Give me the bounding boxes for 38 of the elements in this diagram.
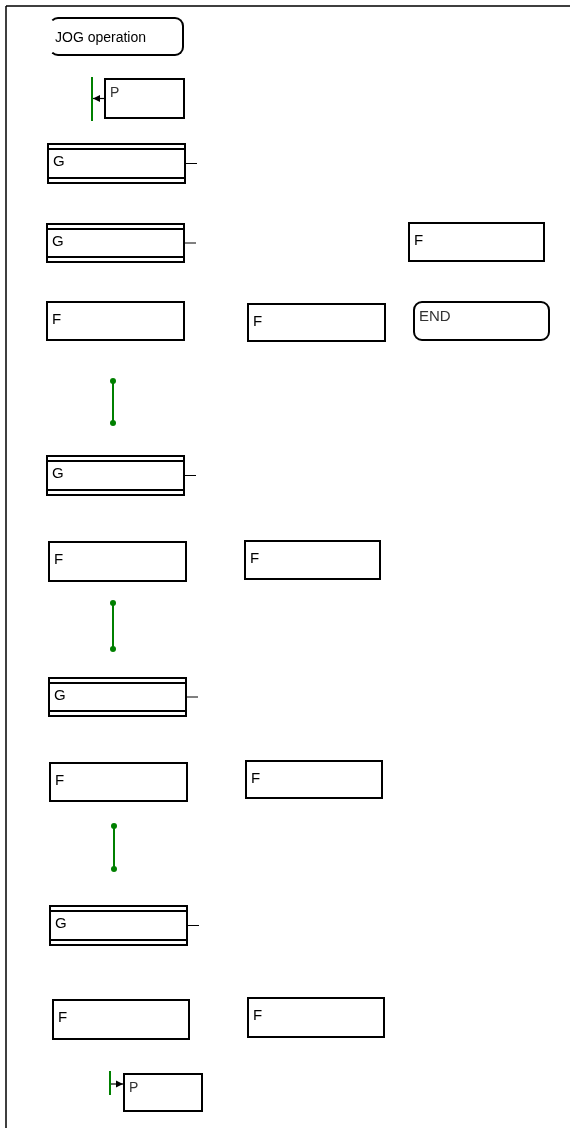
step-box [48,541,187,582]
step-box [247,997,385,1038]
function-block [46,223,185,263]
arrow [110,1080,124,1088]
function-block [49,905,188,946]
step-label: F [414,232,424,248]
function-block [47,143,186,184]
step-box [52,999,190,1040]
terminal-box [49,17,184,56]
step-label: F [52,311,62,327]
step-box [245,760,383,799]
step-box [408,222,545,262]
step-box [123,1073,203,1112]
step-label: G [53,153,65,169]
step-label: F [58,1009,68,1025]
step-label: F [253,1007,263,1023]
step-label: P [129,1079,139,1095]
arrow [92,94,105,103]
step-box [104,78,185,119]
function-block [46,455,185,496]
step-box [46,301,185,341]
step-label: G [55,915,67,931]
step-box [247,303,386,342]
terminal-box [413,301,550,341]
step-label: END [419,308,451,324]
function-block [48,677,187,717]
step-label: JOG operation [55,29,147,45]
step-box [244,540,381,580]
step-label: F [55,772,65,788]
step-label: G [54,687,66,703]
step-label: F [54,551,64,567]
step-label: G [52,465,64,481]
step-label: F [250,550,260,566]
step-box [49,762,188,802]
step-label: F [253,313,263,329]
step-label: P [110,84,120,100]
step-label: F [251,770,261,786]
step-label: G [52,233,64,249]
